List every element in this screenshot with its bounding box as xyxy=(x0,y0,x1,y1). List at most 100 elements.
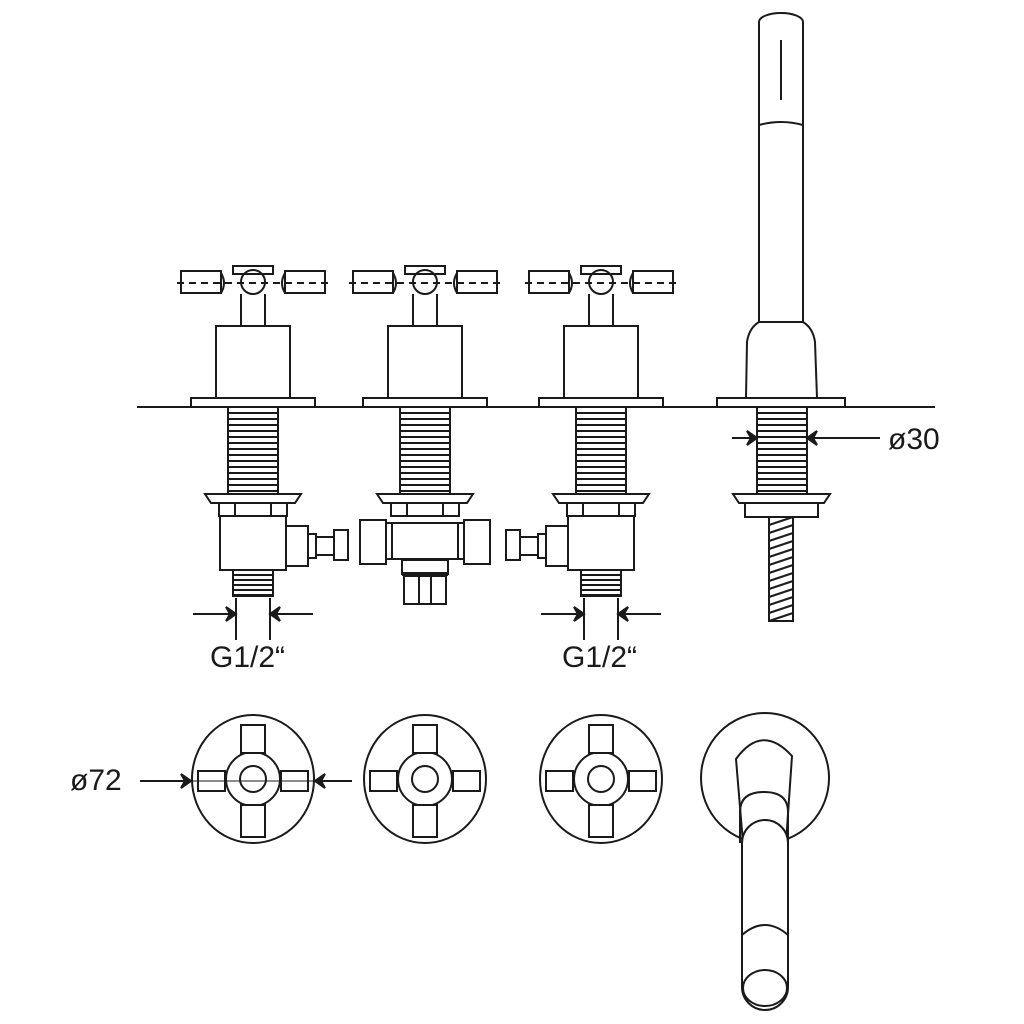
handle-bridge xyxy=(232,265,274,275)
arm-top xyxy=(588,724,614,754)
valve-body xyxy=(563,325,639,399)
dim-arrow xyxy=(225,606,238,622)
valve-body xyxy=(387,325,463,399)
lock-nut xyxy=(390,502,460,517)
arm-right xyxy=(452,770,481,792)
elbow-right xyxy=(505,515,661,640)
collar xyxy=(392,272,397,294)
inlet-thread xyxy=(232,569,274,597)
hub xyxy=(587,765,615,793)
arm-top xyxy=(240,724,266,754)
pipe xyxy=(519,536,539,556)
hose-stripe xyxy=(768,524,794,534)
hose-stripe xyxy=(768,580,794,590)
rosette xyxy=(191,714,315,844)
handle-hub xyxy=(412,269,438,295)
diverter-body xyxy=(359,519,491,605)
right-connection-label: G1/2“ xyxy=(562,641,638,674)
edge xyxy=(741,924,789,936)
hose-stripe xyxy=(768,596,794,606)
plan-valve-centre xyxy=(363,714,487,844)
outlet-fitting xyxy=(403,575,447,605)
valve-centre xyxy=(349,265,501,517)
dim-arrow xyxy=(805,430,818,446)
handle-bridge xyxy=(580,265,622,275)
shower-diameter-label: ø30 xyxy=(888,423,940,456)
arm-left xyxy=(545,770,574,792)
hand-shower xyxy=(716,12,880,622)
union-nut xyxy=(545,525,569,567)
plan-shower xyxy=(700,712,830,1011)
lock-nut xyxy=(744,502,819,518)
dim-arrow xyxy=(313,773,326,789)
arm-bottom xyxy=(588,804,614,838)
inlet-thread xyxy=(580,569,622,597)
handle-diameter-label: ø72 xyxy=(70,764,122,797)
hose-stripe xyxy=(768,556,794,566)
union-nut xyxy=(285,525,309,567)
collar xyxy=(629,272,634,294)
collar xyxy=(568,272,573,294)
lock-washer xyxy=(375,493,475,504)
rosette xyxy=(363,714,487,844)
hose-stripe xyxy=(768,612,794,622)
union-nut-left xyxy=(359,519,387,565)
hose-stripe xyxy=(768,516,794,526)
hose-stripe xyxy=(768,564,794,574)
handle-hub xyxy=(588,269,614,295)
lock-nut xyxy=(566,502,636,517)
holder-arc xyxy=(739,790,789,843)
dim-arrow xyxy=(268,606,281,622)
lock-washer xyxy=(551,493,651,504)
dim-arrow xyxy=(573,606,586,622)
edge xyxy=(758,121,804,126)
rosette xyxy=(539,714,663,844)
collar xyxy=(281,272,286,294)
collar xyxy=(453,272,458,294)
fitting xyxy=(333,529,349,561)
spout-end xyxy=(742,969,788,1007)
threaded-shank xyxy=(575,406,627,495)
arm-top xyxy=(412,724,438,754)
fitting xyxy=(505,529,521,561)
dim-arrow xyxy=(180,773,193,789)
deck-flange xyxy=(538,397,664,408)
handle-arm-left xyxy=(180,270,222,294)
outlet-nut xyxy=(401,559,449,575)
shower-holder xyxy=(744,321,819,399)
union-nut-right xyxy=(463,519,491,565)
handle-hub xyxy=(240,269,266,295)
valve-right xyxy=(525,265,677,517)
hose-stripe xyxy=(768,604,794,614)
pipe xyxy=(315,536,335,556)
deck-flange xyxy=(190,397,316,408)
lock-washer xyxy=(731,493,832,504)
handle-bridge xyxy=(404,265,446,275)
handle-arm-left xyxy=(528,270,570,294)
hose-stripe xyxy=(768,572,794,582)
fitting xyxy=(307,533,317,559)
plan-valve-left xyxy=(140,714,352,844)
lock-nut xyxy=(218,502,288,517)
valve-body xyxy=(215,325,291,399)
hub xyxy=(239,765,267,793)
shank xyxy=(227,406,279,495)
hub xyxy=(411,765,439,793)
handle-arm-left xyxy=(352,270,394,294)
spout xyxy=(741,819,789,1011)
shank xyxy=(399,406,451,495)
threaded-shank xyxy=(399,406,451,495)
elbow-body xyxy=(567,515,635,571)
dim-arrow xyxy=(746,430,759,446)
shank xyxy=(756,406,808,495)
elbow-left xyxy=(193,515,349,640)
holder-outline xyxy=(734,739,794,844)
dim-arrow xyxy=(616,606,629,622)
hose-stripe xyxy=(768,532,794,542)
deck-flange xyxy=(362,397,488,408)
handle-arm-right xyxy=(456,270,498,294)
valve-left xyxy=(177,265,329,517)
diverter-block xyxy=(385,522,465,560)
